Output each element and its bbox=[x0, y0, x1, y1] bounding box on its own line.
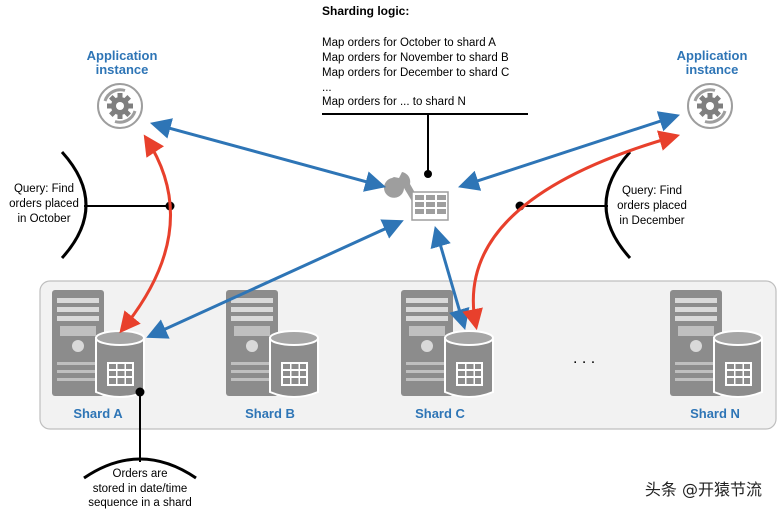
sharding-logic-line-3: Map orders for December to shard C bbox=[322, 67, 509, 79]
arrow-logic-to-shard-c bbox=[430, 225, 470, 331]
shard-c-label: Shard C bbox=[415, 406, 465, 421]
shard-n-label: Shard N bbox=[690, 406, 740, 421]
sharding-logic-title: Sharding logic: bbox=[322, 4, 409, 18]
query-right-line-3: in December bbox=[619, 215, 684, 227]
storage-note-line-2: stored in date/time bbox=[93, 483, 188, 495]
shard-ellipsis: . . . bbox=[573, 350, 595, 367]
arrow-left-query-to-shard-a bbox=[119, 134, 172, 334]
sharding-logic-line-5: Map orders for ... to shard N bbox=[322, 96, 466, 108]
arrow-logic-to-shard-a bbox=[146, 219, 404, 339]
query-right-line-1: Query: Find bbox=[622, 185, 682, 197]
sharding-logic-line-1: Map orders for October to shard A bbox=[322, 37, 496, 49]
query-right-line-2: orders placed bbox=[617, 200, 687, 212]
sharding-logic-line-4: ... bbox=[322, 82, 332, 94]
arrow-right-query-to-shard-c bbox=[462, 130, 681, 331]
app-instance-left-title-1: Application bbox=[87, 48, 158, 63]
watermark: 头条 @开猿节流 bbox=[645, 480, 762, 499]
shard-a-label: Shard A bbox=[73, 406, 123, 421]
app-instance-left-title-2: instance bbox=[96, 62, 149, 77]
query-left-line-2: orders placed bbox=[9, 198, 79, 210]
shard-b-label: Shard B bbox=[245, 406, 295, 421]
app-instance-right-title-1: Application bbox=[677, 48, 748, 63]
query-left-line-1: Query: Find bbox=[14, 183, 74, 195]
sharding-logic-dot bbox=[424, 170, 432, 178]
arrow-app-left-to-logic bbox=[149, 118, 387, 192]
storage-note-dot bbox=[135, 387, 145, 397]
storage-note-line-3: sequence in a shard bbox=[88, 497, 192, 509]
storage-note-bracket bbox=[83, 457, 197, 480]
lookup-table-icon bbox=[411, 191, 449, 221]
storage-note-line-1: Orders are bbox=[113, 468, 168, 480]
app-instance-right-gear-icon bbox=[686, 82, 734, 130]
sharding-logic-line-2: Map orders for November to shard B bbox=[322, 52, 509, 64]
app-instance-left-gear-icon bbox=[96, 82, 144, 130]
app-instance-right-title-2: instance bbox=[686, 62, 739, 77]
query-left-line-3: in October bbox=[17, 213, 70, 225]
